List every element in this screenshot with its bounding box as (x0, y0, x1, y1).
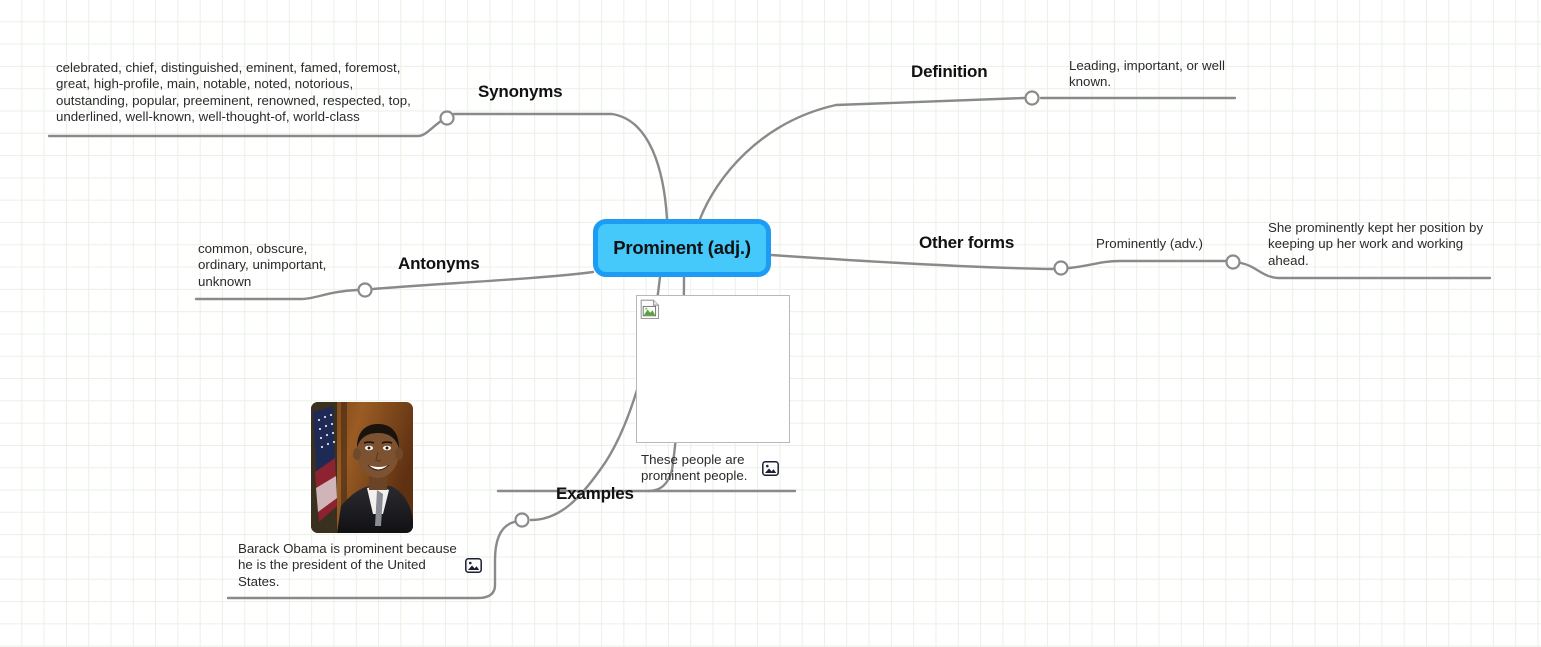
broken-image-icon (640, 299, 661, 320)
picture-icon[interactable] (465, 558, 482, 573)
picture-icon[interactable] (762, 461, 779, 476)
branch-title-antonyms[interactable]: Antonyms (398, 254, 480, 273)
node-dot-antonyms (357, 282, 373, 298)
node-dot-examples (514, 512, 530, 528)
caption-obama[interactable]: Barack Obama is prominent because he is … (238, 541, 457, 589)
leaf-text-antonyms[interactable]: common, obscure, ordinary, unimportant, … (198, 241, 327, 289)
leaf-text-definition[interactable]: Leading, important, or well known. (1069, 58, 1225, 90)
branch-title-synonyms[interactable]: Synonyms (478, 82, 563, 101)
branch-title-examples[interactable]: Examples (556, 484, 634, 503)
branch-title-definition[interactable]: Definition (911, 62, 988, 81)
leaf-text-other-forms[interactable]: Prominently (adv.) (1096, 236, 1203, 251)
node-dot-other-forms (1053, 260, 1069, 276)
broken-image-placeholder[interactable] (636, 295, 790, 443)
branch-title-other-forms[interactable]: Other forms (919, 233, 1015, 252)
caption-prominent-people[interactable]: These people are prominent people. (641, 452, 748, 484)
obama-portrait-image[interactable] (311, 402, 413, 533)
central-node-label: Prominent (adj.) (613, 237, 751, 258)
node-dot-synonyms (439, 110, 455, 126)
node-dot-definition (1024, 90, 1040, 106)
central-node[interactable]: Prominent (adj.) (593, 219, 771, 277)
leaf-text-synonyms[interactable]: celebrated, chief, distinguished, eminen… (56, 60, 411, 124)
node-dot-other-forms-example (1225, 254, 1241, 270)
leaf-text-other-forms-example[interactable]: She prominently kept her position by kee… (1268, 220, 1484, 268)
